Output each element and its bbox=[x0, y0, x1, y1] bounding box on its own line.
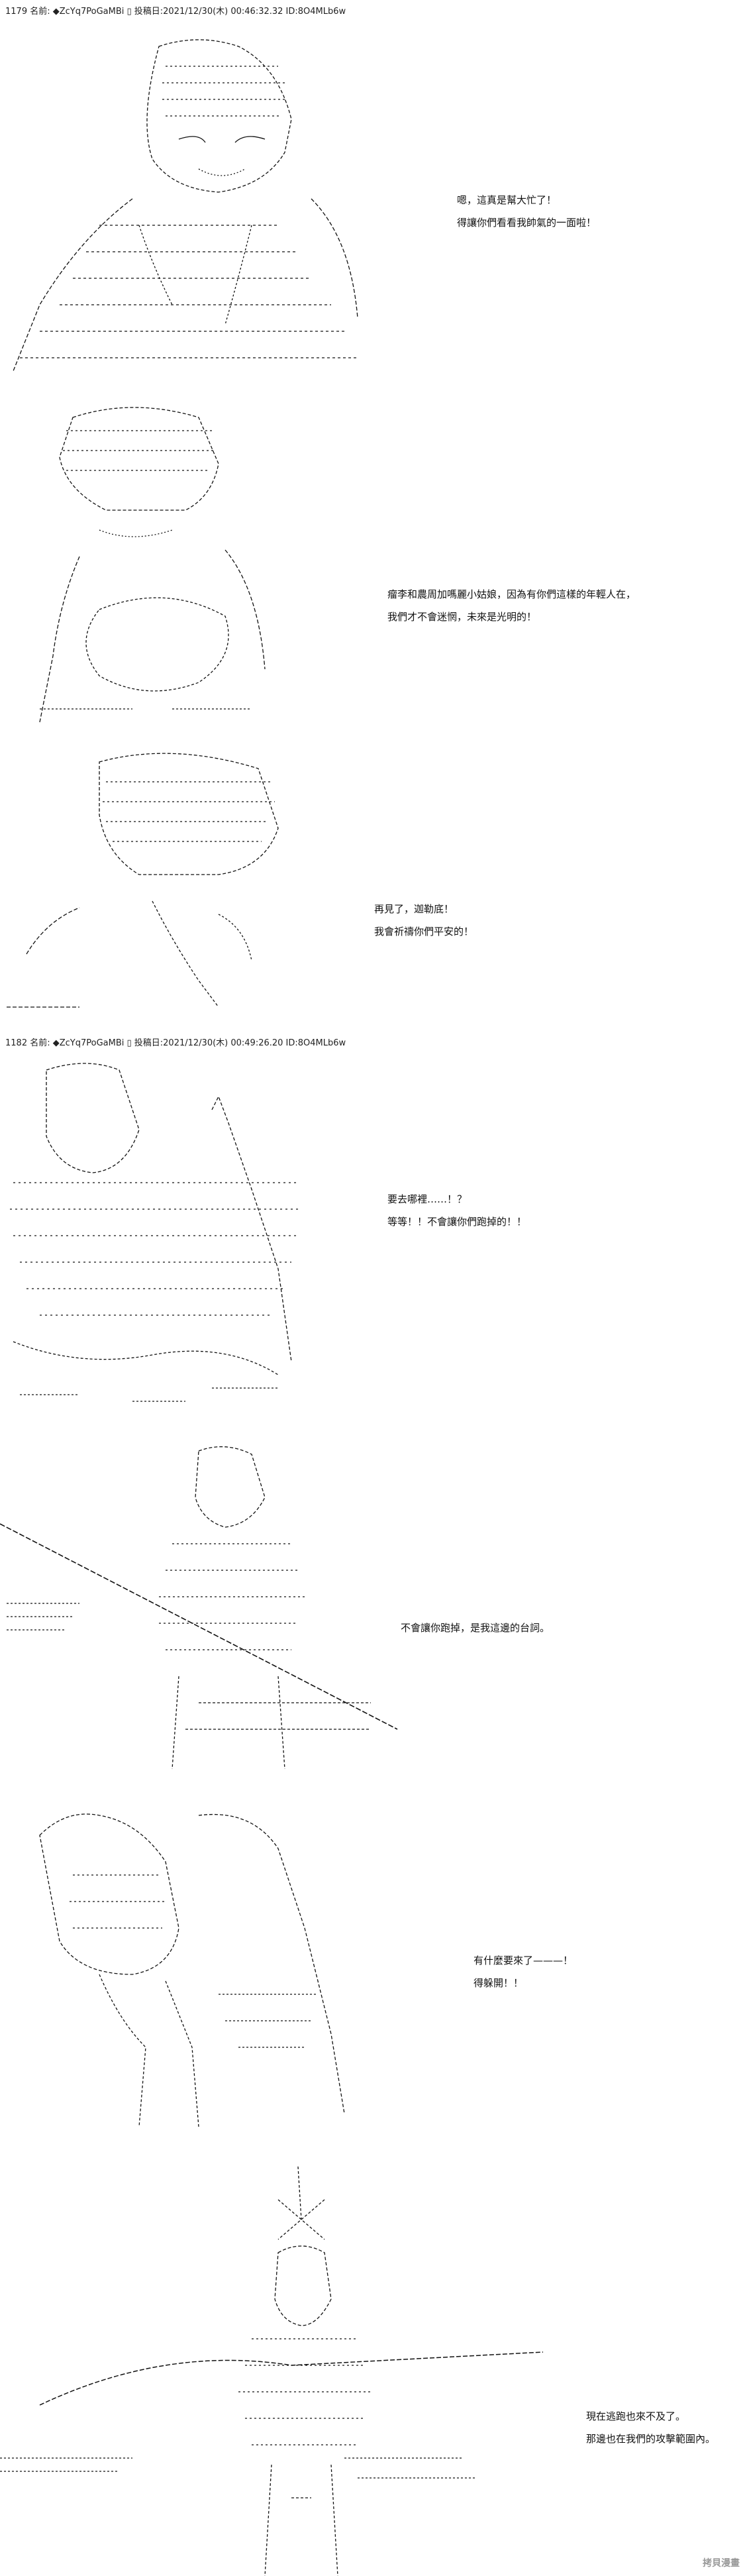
dialogue-line: 我會祈禱你們平安的！ bbox=[374, 926, 474, 938]
dialogue-line: 現在逃跑也來不及了。 bbox=[586, 2410, 686, 2422]
ascii-art-figure-holding-dish bbox=[0, 391, 318, 735]
dialogue-block: 要去哪裡……！？ 等等！！不會讓你們跑掉的！！ bbox=[387, 1188, 526, 1233]
dialogue-line: 瘤李和農周加嗎麗小姑娘，因為有你們這樣的年輕人在， bbox=[387, 588, 636, 600]
dialogue-line: 我們才不會迷惘，未來是光明的！ bbox=[387, 611, 537, 623]
post-header-1182: 1182 名前: ◆ZcYq7PoGaMBi ▯ 投稿日:2021/12/30(… bbox=[5, 1038, 346, 1048]
ascii-art-figure-smiling bbox=[0, 27, 371, 384]
dialogue-block: 有什麼要來了———！ 得躲開！！ bbox=[474, 1949, 573, 1994]
ascii-art-figure-with-spear bbox=[0, 1438, 411, 1782]
dialogue-line: 不會讓你跑掉，是我這邊的台詞。 bbox=[401, 1622, 550, 1634]
ascii-art-figure-reaching bbox=[0, 1057, 318, 1428]
dialogue-block: 再見了，迦勒底！ 我會祈禱你們平安的！ bbox=[374, 898, 474, 943]
dialogue-line: 有什麼要來了———！ bbox=[474, 1955, 574, 1966]
dialogue-line: 那邊也在我們的攻擊範圍內。 bbox=[586, 2433, 716, 2445]
dialogue-line: 等等！！不會讓你們跑掉的！！ bbox=[387, 1216, 527, 1228]
dialogue-line: 得讓你們看看我帥氣的一面啦！ bbox=[457, 217, 597, 229]
dialogue-block: 瘤李和農周加嗎麗小姑娘，因為有你們這樣的年輕人在， 我們才不會迷惘，未來是光明的… bbox=[387, 583, 636, 628]
dialogue-line: 得躲開！！ bbox=[474, 1977, 524, 1989]
ascii-art-figure-startled bbox=[0, 1796, 371, 2140]
ascii-art-figure-waving bbox=[0, 742, 305, 1020]
dialogue-line: 嗯，這真是幫大忙了！ bbox=[457, 194, 557, 206]
ascii-art-figure-with-staff bbox=[0, 2167, 583, 2576]
dialogue-block: 嗯，這真是幫大忙了！ 得讓你們看看我帥氣的一面啦！ bbox=[457, 189, 596, 234]
dialogue-line: 再見了，迦勒底！ bbox=[374, 903, 454, 915]
dialogue-block: 現在逃跑也來不及了。 那邊也在我們的攻擊範圍內。 bbox=[586, 2405, 715, 2450]
dialogue-block: 不會讓你跑掉，是我這邊的台詞。 bbox=[401, 1617, 550, 1639]
dialogue-line: 要去哪裡……！？ bbox=[387, 1193, 468, 1205]
post-header-1179: 1179 名前: ◆ZcYq7PoGaMBi ▯ 投稿日:2021/12/30(… bbox=[5, 7, 346, 17]
watermark: 拷貝漫畫 bbox=[703, 2558, 740, 2569]
